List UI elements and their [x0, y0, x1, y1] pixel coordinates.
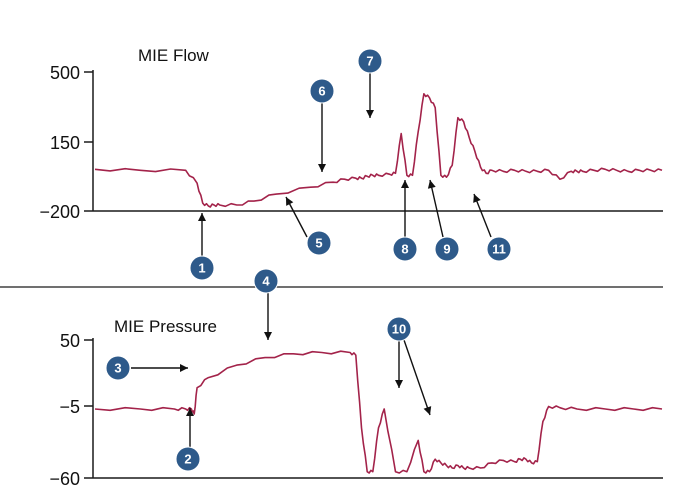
annotation-marker-circle [392, 236, 418, 262]
pressure-panel: MIE Pressure 50 −5 −60 [49, 317, 663, 489]
flow-panel: MIE Flow 500 150 −200 [39, 46, 663, 222]
flow-tick-label: 150 [50, 133, 80, 153]
annotation-marker-number: 7 [366, 54, 373, 69]
pressure-tick-label: 50 [60, 331, 80, 351]
annotation-arrow-line [429, 179, 444, 238]
pressure-tick-label: −5 [59, 397, 80, 417]
annotation-arrowhead [180, 364, 188, 372]
annotation-marker-circle [434, 236, 460, 262]
annotation-arrowhead [395, 380, 403, 388]
annotation-marker-circle [189, 255, 215, 281]
annotation-marker-circle [357, 48, 383, 74]
annotation-marker-circle [309, 78, 335, 104]
flow-tick-label: −200 [39, 202, 80, 222]
annotation-marker-number: 10 [392, 322, 406, 337]
annotation-marker-number: 4 [262, 274, 270, 289]
annotation-marker-number: 6 [318, 84, 325, 99]
annotation-marker-circle [253, 268, 279, 294]
annotation-arrowhead [264, 332, 272, 340]
annotation-arrowhead [186, 408, 194, 416]
annotation-arrowhead [401, 180, 409, 188]
annotation-marker-number: 5 [315, 236, 322, 251]
pressure-chart-title: MIE Pressure [114, 317, 217, 336]
annotation-marker-number: 9 [443, 242, 450, 257]
annotation-arrowhead [473, 194, 481, 203]
annotation-marker-circle [386, 316, 412, 342]
flow-chart-title: MIE Flow [138, 46, 210, 65]
flow-trace-line [94, 93, 663, 208]
annotation-marker-number: 1 [198, 261, 205, 276]
pressure-trace-line [94, 350, 663, 474]
annotation-arrowhead [318, 164, 326, 172]
annotation-marker-circle [306, 230, 332, 256]
annotation-marker-number: 2 [184, 452, 191, 467]
annotation-arrows [131, 73, 492, 447]
annotation-arrowhead [423, 406, 432, 415]
annotation-arrow-line [403, 339, 431, 416]
annotation-arrowhead [366, 110, 374, 118]
annotation-marker-circle [105, 355, 131, 381]
annotation-marker-number: 8 [401, 242, 408, 257]
pressure-tick-label: −60 [49, 469, 80, 489]
flow-tick-label: 500 [50, 63, 80, 83]
annotation-arrowhead [427, 180, 436, 189]
annotation-marker-number: 11 [492, 242, 506, 257]
flow-trace-group [94, 93, 663, 208]
annotation-arrowhead [286, 197, 294, 206]
annotation-markers: 1 2 3 4 5 6 7 8 9 10 11 [105, 48, 512, 472]
pressure-trace-group [94, 350, 663, 474]
annotation-marker-number: 3 [114, 361, 121, 376]
annotation-arrowhead [198, 213, 206, 221]
annotation-marker-circle [175, 446, 201, 472]
annotation-marker-circle [486, 236, 512, 262]
